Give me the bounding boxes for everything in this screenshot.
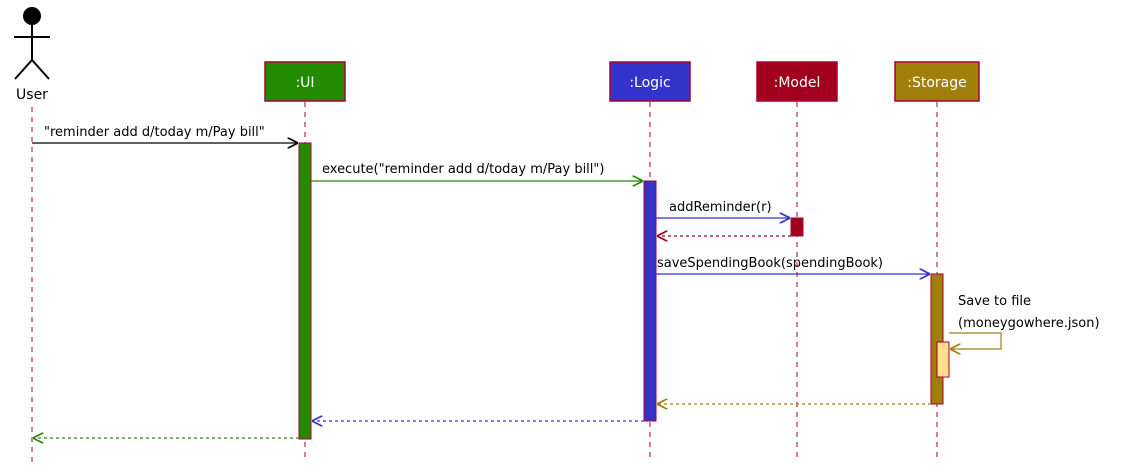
message-user-to-ui-label: "reminder add d/today m/Pay bill" — [44, 125, 265, 140]
message-logic-to-model: addReminder(r) — [656, 200, 789, 218]
storage-self-activation-bar — [936, 341, 950, 378]
ui-activation-bar — [298, 142, 312, 440]
logic-activation-bar — [643, 180, 657, 422]
message-logic-to-model-label: addReminder(r) — [669, 200, 772, 215]
participant-logic: :Logic — [609, 61, 691, 102]
participant-logic-label: :Logic — [629, 75, 670, 91]
message-storage-self-arrow — [949, 332, 1002, 349]
lifelines — [31, 102, 938, 462]
message-ui-to-logic-label: execute("reminder add d/today m/Pay bill… — [322, 162, 604, 177]
model-activation-bar — [790, 217, 804, 237]
message-storage-self: Save to file (moneygowhere.json) — [949, 294, 1100, 349]
participant-storage-label: :Storage — [907, 75, 967, 91]
user-actor-label: User — [16, 87, 48, 103]
participant-ui-box — [264, 61, 346, 102]
participant-model: :Model — [756, 61, 838, 102]
participant-ui-label: :UI — [295, 75, 314, 91]
participant-storage: :Storage — [894, 61, 980, 102]
participant-logic-box — [609, 61, 691, 102]
participant-model-box — [756, 61, 838, 102]
user-actor-icon — [14, 7, 50, 80]
storage-activation-bar — [930, 273, 944, 405]
participant-ui: :UI — [264, 61, 346, 102]
participant-storage-box — [894, 61, 980, 102]
message-user-to-ui: "reminder add d/today m/Pay bill" — [32, 125, 297, 143]
participant-model-label: :Model — [774, 75, 821, 91]
activation-bars — [298, 142, 950, 440]
message-ui-to-logic: execute("reminder add d/today m/Pay bill… — [311, 162, 642, 181]
message-storage-self-label-line1: Save to file — [958, 294, 1031, 309]
message-storage-self-label-line2: (moneygowhere.json) — [958, 316, 1100, 331]
message-logic-to-storage-label: saveSpendingBook(spendingBook) — [657, 256, 883, 271]
message-logic-to-storage: saveSpendingBook(spendingBook) — [656, 256, 929, 274]
